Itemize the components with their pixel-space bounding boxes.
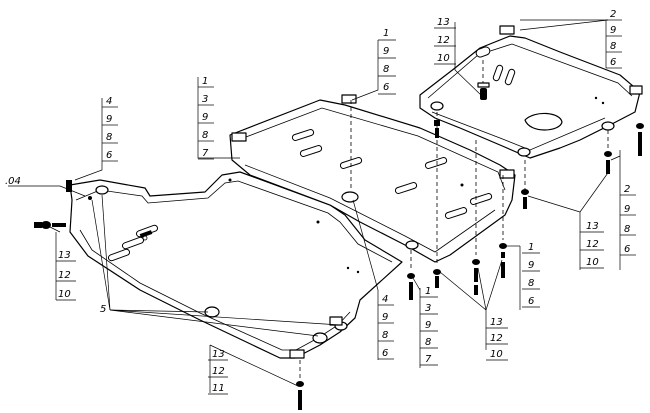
callout-number: 8 (383, 64, 389, 75)
callout-center-bolts: 13 12 10 (486, 317, 508, 361)
bolt-stack-a (477, 82, 490, 100)
alignment-lines (299, 60, 609, 380)
callout-number: 7 (202, 148, 209, 159)
callout-number: 4 (106, 96, 112, 107)
bolt-stack-d (472, 259, 480, 295)
bolt-stack-g (604, 151, 612, 174)
callout-number: 2 (624, 184, 630, 195)
callout-number: 8 (382, 330, 388, 341)
callout-top-right: 2 9 8 6 (605, 9, 622, 69)
callout-number: 9 (624, 204, 630, 215)
callout-number: 1 (202, 76, 208, 87)
front-skid-plate (69, 171, 403, 359)
callout-number: 3 (202, 94, 208, 105)
bolt-stack-j (296, 381, 304, 410)
callout-number: 12 (490, 333, 503, 344)
callout-number: 13 (586, 221, 599, 232)
callout-number: 10 (58, 289, 71, 300)
callout-number: 8 (202, 130, 208, 141)
callout-bolt-stack-top: 13 12 10 (434, 17, 456, 65)
callout-number: 12 (437, 35, 450, 46)
label-04: .04 (5, 176, 21, 187)
bolt-stack-h (636, 123, 644, 156)
bolt-stack-e (499, 243, 507, 278)
callout-number: 6 (528, 296, 534, 307)
callout-number: 1 (425, 286, 431, 297)
callout-number: 9 (425, 320, 431, 331)
bolt-stack-i (407, 273, 415, 300)
callout-number: 8 (528, 278, 534, 289)
callout-number: 12 (58, 270, 71, 281)
callout-number: 9 (202, 112, 208, 123)
callout-number: 13 (212, 349, 225, 360)
callout-right-bolts: 13 12 10 (580, 221, 604, 269)
bolt-stack-b (434, 120, 440, 138)
callout-number: 9 (528, 260, 534, 271)
callout-number: 8 (624, 224, 630, 235)
callout-number: 12 (586, 239, 599, 250)
bolt-stack-f (521, 189, 529, 209)
callout-left-side: 4 9 8 6 (102, 96, 118, 162)
callout-center-mid: 1 3 9 8 7 (420, 286, 438, 366)
callout-number: 13 (437, 17, 450, 28)
callout-mid-top: 1 9 8 6 (378, 28, 396, 95)
bolt-stack-c (433, 269, 441, 288)
callout-number: 9 (106, 114, 112, 125)
callout-number: 1 (383, 28, 389, 39)
callout-number: 12 (212, 366, 225, 377)
callout-number: 6 (383, 82, 389, 93)
callout-number: 9 (610, 25, 616, 36)
callout-center-right: 1 9 8 6 (522, 242, 540, 308)
bolt-stack-m (66, 180, 72, 192)
leader-lines (8, 19, 621, 393)
callout-center-lower: 4 9 8 6 (378, 294, 394, 360)
callout-number: 9 (383, 46, 389, 57)
callout-number: 10 (437, 53, 450, 64)
fasteners (34, 82, 644, 410)
label-5: 5 (100, 304, 106, 315)
callout-number: 10 (586, 257, 599, 268)
bolt-stack-k (34, 221, 66, 229)
callout-number: 8 (106, 132, 112, 143)
callout-number: 7 (425, 354, 432, 365)
callout-number: 10 (490, 349, 503, 360)
callout-number: 6 (624, 244, 630, 255)
callout-right-side: 2 9 8 6 (620, 184, 636, 256)
callout-bottom: 13 12 11 (208, 349, 228, 395)
callout-number: 8 (425, 337, 431, 348)
callout-number: 4 (382, 294, 388, 305)
rear-skid-plate (419, 25, 643, 159)
callout-number: 8 (610, 41, 616, 52)
callout-left-bolt: 13 12 10 (56, 250, 76, 301)
callout-number: 9 (382, 312, 388, 323)
callout-number: 3 (425, 303, 431, 314)
callout-number: 13 (58, 250, 71, 261)
callout-number: 6 (610, 57, 616, 68)
callout-number: 6 (106, 150, 112, 161)
middle-skid-plate (229, 94, 516, 263)
callout-number: 2 (610, 9, 616, 20)
callout-left-plate: 1 3 9 8 7 (198, 76, 214, 160)
bolt-stack-l (139, 230, 153, 238)
callout-number: 1 (528, 242, 534, 253)
callout-number: 11 (212, 383, 225, 394)
callout-number: 13 (490, 317, 503, 328)
callout-number: 6 (382, 348, 388, 359)
